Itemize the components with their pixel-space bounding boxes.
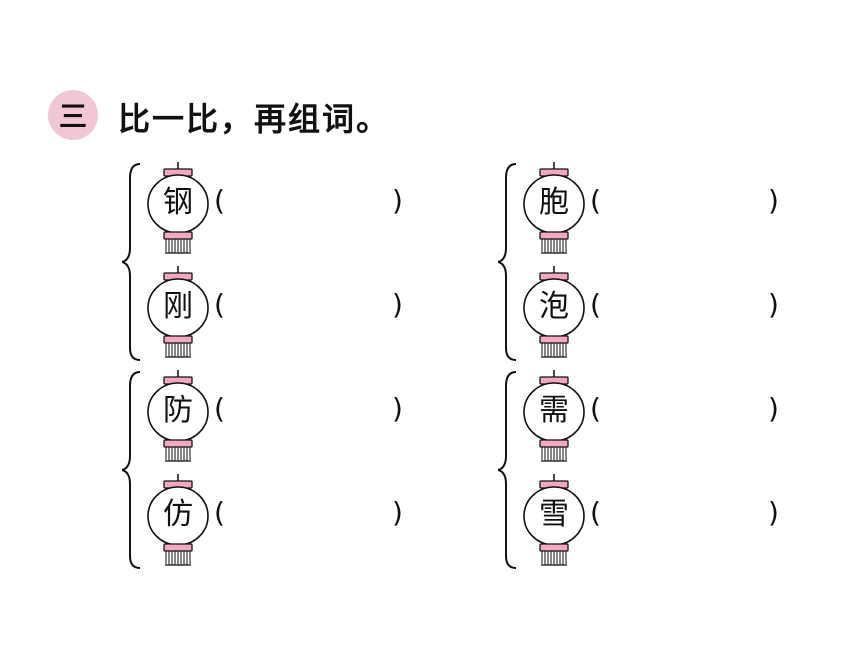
answer-paren-open: ( <box>214 184 225 217</box>
exercise-number: 三 <box>58 100 87 133</box>
word-item: 钢 ( ) <box>122 160 422 255</box>
lantern-character: 需 <box>539 393 569 428</box>
answer-paren-open: ( <box>590 288 601 321</box>
answer-paren-close: ) <box>768 184 779 217</box>
compare-group-4: 需 ( ) 雪 ( ) <box>498 368 798 573</box>
answer-paren-close: ) <box>768 288 779 321</box>
word-item: 仿 ( ) <box>122 472 422 567</box>
word-item: 胞 ( ) <box>498 160 798 255</box>
compare-group-2: 胞 ( ) 泡 ( ) <box>498 160 798 365</box>
answer-paren-open: ( <box>214 496 225 529</box>
word-item: 雪 ( ) <box>498 472 798 567</box>
compare-group-3: 防 ( ) 仿 ( ) <box>122 368 422 573</box>
lantern-character: 泡 <box>539 289 569 324</box>
word-item: 泡 ( ) <box>498 264 798 359</box>
exercise-number-badge: 三 <box>48 90 98 140</box>
word-item: 需 ( ) <box>498 368 798 463</box>
answer-paren-close: ) <box>768 392 779 425</box>
answer-paren-open: ( <box>590 496 601 529</box>
compare-group-1: 钢 ( ) 刚 ( ) <box>122 160 422 365</box>
lantern-character: 防 <box>163 393 193 428</box>
answer-paren-close: ) <box>392 392 403 425</box>
word-item: 防 ( ) <box>122 368 422 463</box>
answer-paren-open: ( <box>590 184 601 217</box>
answer-paren-open: ( <box>590 392 601 425</box>
answer-paren-close: ) <box>768 496 779 529</box>
answer-paren-close: ) <box>392 496 403 529</box>
lantern-character: 雪 <box>539 497 569 532</box>
lantern-character: 胞 <box>539 185 569 220</box>
lantern-character: 刚 <box>163 289 193 324</box>
answer-paren-close: ) <box>392 184 403 217</box>
lantern-character: 钢 <box>163 185 193 220</box>
answer-paren-open: ( <box>214 288 225 321</box>
lantern-character: 仿 <box>163 497 193 532</box>
answer-paren-open: ( <box>214 392 225 425</box>
exercise-title: 比一比，再组词。 <box>118 100 391 138</box>
answer-paren-close: ) <box>392 288 403 321</box>
word-item: 刚 ( ) <box>122 264 422 359</box>
